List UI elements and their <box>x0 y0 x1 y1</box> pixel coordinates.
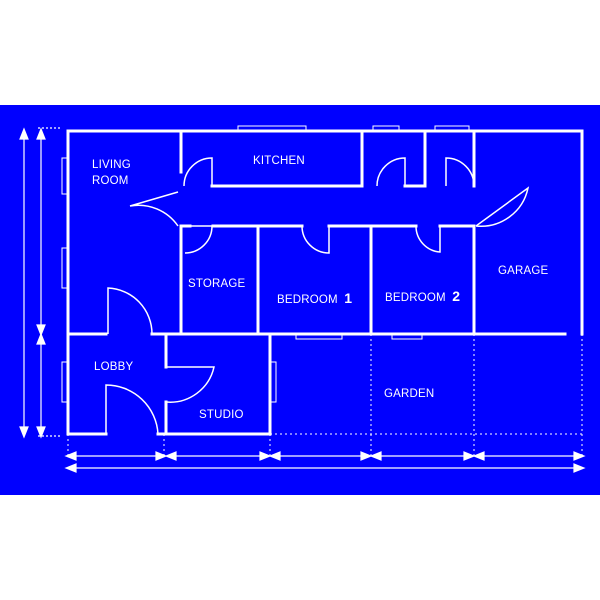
bedroom-1-number: 1 <box>344 290 352 306</box>
bedroom-2-label: BEDROOM 2 <box>385 288 460 304</box>
blueprint-background <box>0 105 600 495</box>
interior-walls <box>164 129 476 436</box>
garden-label: GARDEN <box>384 388 434 400</box>
room-labels: LIVING ROOM KITCHEN STORAGE BEDROOM 1 BE… <box>92 155 549 421</box>
bedroom-2-number: 2 <box>452 288 460 304</box>
kitchen-label: KITCHEN <box>253 155 305 167</box>
lobby-label: LOBBY <box>94 361 133 373</box>
bedroom-1-name: BEDROOM <box>277 294 338 306</box>
exterior-walls <box>66 129 584 436</box>
storage-label: STORAGE <box>188 278 246 290</box>
studio-label: STUDIO <box>199 409 244 421</box>
window-marks <box>61 125 470 403</box>
garage-label: GARAGE <box>498 265 549 277</box>
dimension-lines <box>19 127 586 473</box>
living-room-label: LIVING <box>92 159 131 171</box>
bedroom-2-name: BEDROOM <box>385 292 446 304</box>
door-swings <box>105 157 530 435</box>
living-room-label-line2: ROOM <box>92 175 129 187</box>
garden-dotted-lines <box>67 334 583 456</box>
bedroom-1-label: BEDROOM 1 <box>277 290 352 306</box>
